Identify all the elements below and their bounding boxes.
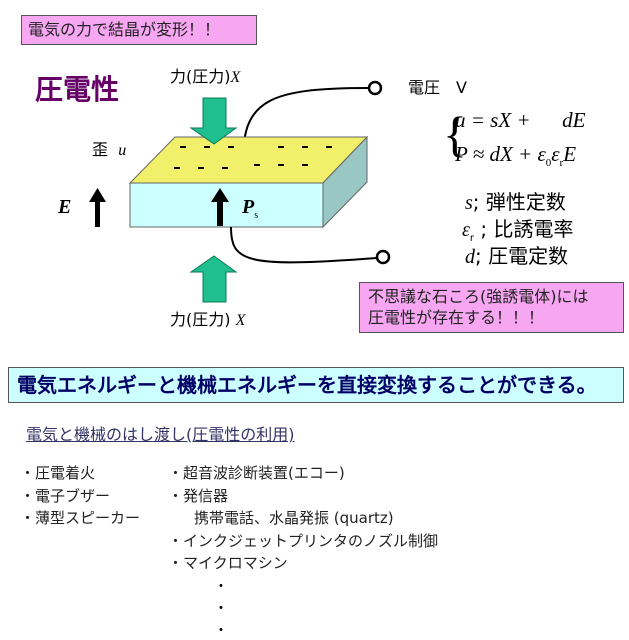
crystal-front-face xyxy=(129,182,324,228)
equation-brace: { xyxy=(443,106,467,162)
list-item: ・インクジェットプリンタのノズル制御 xyxy=(168,531,439,550)
ellipsis-dot: ・ xyxy=(214,623,228,639)
polarization-label: Ps xyxy=(242,196,259,221)
force-arrow-down-icon xyxy=(189,97,238,145)
list-item: ・薄型スピーカー xyxy=(20,509,141,527)
top-note: 電気の力で結晶が変形！！ xyxy=(21,15,257,45)
page-title: 圧電性 xyxy=(35,73,120,106)
subheading: 電気と機械のはし渡し(圧電性の利用) xyxy=(26,425,295,444)
surface-charges xyxy=(174,146,332,169)
force-arrow-up-icon xyxy=(189,255,238,303)
ferroelectric-note: 不思議な石ころ(強誘電体)には 圧電性が存在する！！！ xyxy=(359,282,624,333)
ellipsis: ・ ・ ・ xyxy=(214,576,228,640)
constant-s: s; 弾性定数 xyxy=(465,190,566,214)
force-bottom-label: 力(圧力) X xyxy=(170,310,246,329)
polarization-arrow-icon xyxy=(211,188,229,226)
ellipsis-dot: ・ xyxy=(214,579,228,595)
strain-label: 歪 u xyxy=(92,140,127,159)
constant-d: d; 圧電定数 xyxy=(465,244,569,268)
piezo-diagram xyxy=(89,80,391,303)
bottom-terminal xyxy=(375,249,391,265)
top-terminal xyxy=(367,80,383,96)
list-item: ・超音波診断装置(エコー) xyxy=(168,464,345,482)
list-item: ・発信器 xyxy=(168,486,229,505)
bottom-wire xyxy=(230,226,378,264)
list-item: 携帯電話、水晶発振 (quartz) xyxy=(194,509,394,527)
equation-polarization: P ≈ dX + ε0εrE xyxy=(455,142,577,170)
list-item: ・圧電着火 xyxy=(20,464,96,482)
banner: 電気エネルギーと機械エネルギーを直接変換することができる。 xyxy=(8,367,624,403)
constant-epsilon-r: εr ; 比誘電率 xyxy=(462,217,574,244)
field-label: E xyxy=(58,196,72,218)
equation-strain: u = sX + dE xyxy=(455,108,586,132)
applications-right: ・超音波診断装置(エコー) ・発信器 携帯電話、水晶発振 (quartz) ・イ… xyxy=(168,462,438,575)
applications-left: ・圧電着火 ・電子ブザー ・薄型スピーカー xyxy=(20,462,140,530)
list-item: ・電子ブザー xyxy=(20,486,111,505)
voltage-label: 電圧 V xyxy=(408,78,467,97)
list-item: ・マイクロマシン xyxy=(168,554,288,572)
ellipsis-dot: ・ xyxy=(214,601,228,617)
force-top-label: 力(圧力)X xyxy=(170,67,241,86)
ferro-note-line2: 圧電性が存在する！！！ xyxy=(368,308,545,327)
ferro-note-line1: 不思議な石ころ(強誘電体)には xyxy=(368,287,589,306)
field-arrow-icon xyxy=(89,188,106,227)
